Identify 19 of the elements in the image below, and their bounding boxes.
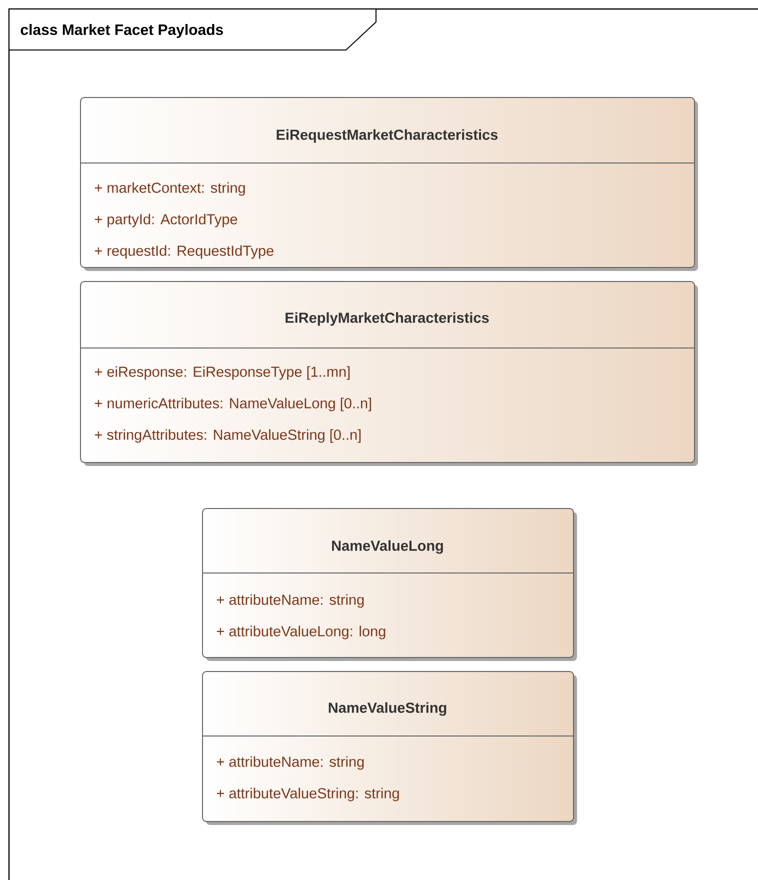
- attribute-text: + attributeName: string: [216, 756, 364, 770]
- attribute-text: + partyId: ActorIdType: [94, 214, 238, 228]
- class-box: [202, 508, 577, 661]
- class-box: [202, 671, 577, 825]
- attribute-text: + attributeValueLong: long: [216, 626, 386, 640]
- frame-title-tab: class Market Facet Payloads: [8, 8, 376, 50]
- class-box: [80, 281, 698, 466]
- attribute-text: + attributeName: string: [216, 594, 364, 608]
- class-name: NameValueString: [328, 702, 446, 716]
- attribute-text: + stringAttributes: NameValueString [0..n]: [94, 429, 361, 443]
- class-name: EiRequestMarketCharacteristics: [276, 129, 498, 143]
- class-box: [80, 97, 698, 271]
- class-name: EiReplyMarketCharacteristics: [286, 312, 489, 326]
- class-name: NameValueLong: [332, 540, 443, 554]
- attribute-text: + marketContext: string: [94, 182, 245, 196]
- attribute-text: + eiResponse: EiResponseType [1..mn]: [94, 366, 350, 380]
- attribute-text: + requestId: RequestIdType: [94, 245, 274, 259]
- attribute-text: + attributeValueString: string: [216, 788, 399, 802]
- attribute-text: + numericAttributes: NameValueLong [0..n]: [94, 398, 372, 412]
